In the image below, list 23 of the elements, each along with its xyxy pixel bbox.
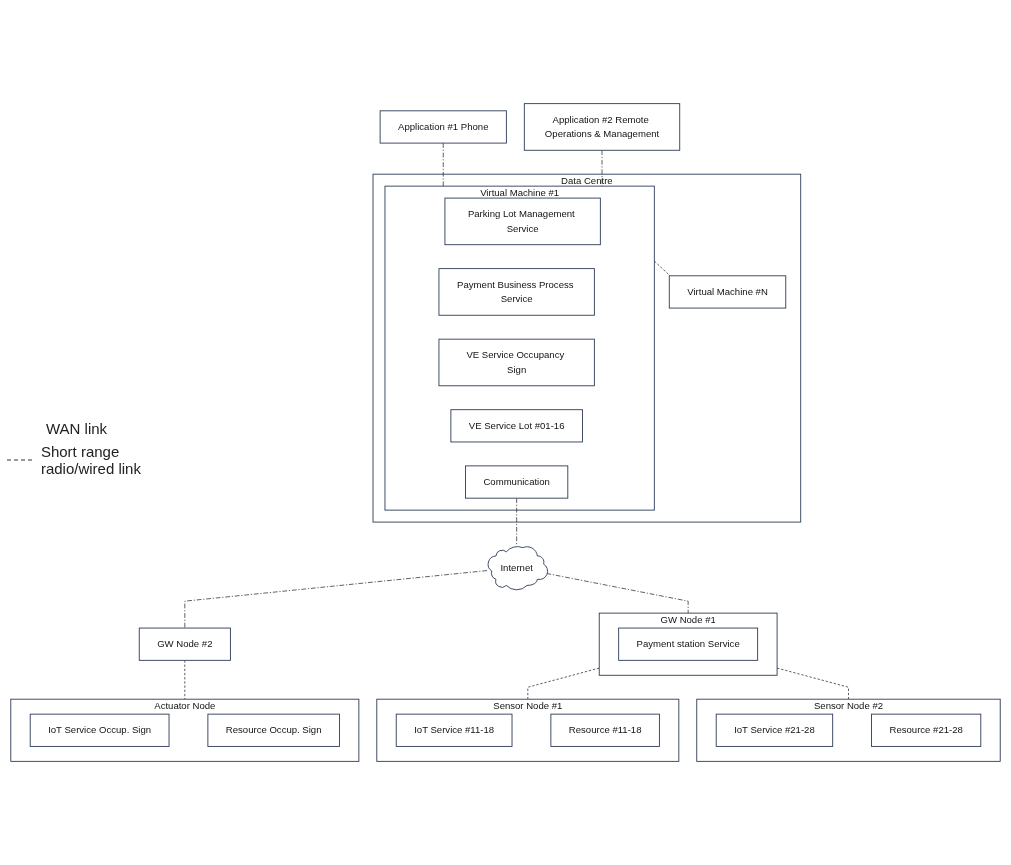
connector [601, 149, 603, 187]
connector [776, 667, 849, 700]
legend-text: WAN link [46, 420, 108, 437]
node-box: VE Service Occupancy Sign [438, 338, 595, 387]
node-box: Resource Occup. Sign [207, 713, 340, 747]
node-box: Parking Lot Management Service [444, 197, 601, 246]
legend-text: Short range radio/wired link [40, 443, 142, 477]
node-box: VE Service Lot #01-16 [450, 409, 583, 443]
connector [184, 659, 186, 700]
connector [184, 570, 488, 629]
node-box: Payment Business Process Service [438, 268, 595, 316]
node-box: Communication [465, 465, 569, 499]
node-box: Resource #11-18 [550, 713, 660, 747]
connector [527, 667, 600, 700]
node-box: GW Node #2 [138, 627, 231, 661]
node-box: Resource #21-28 [871, 713, 982, 747]
node-box: IoT Service Occup. Sign [29, 713, 170, 747]
node-box: Payment station Service [618, 627, 759, 661]
node-box: IoT Service #21-28 [715, 713, 834, 747]
node-box: Application #1 Phone [379, 110, 507, 144]
node-box: Virtual Machine #N [668, 275, 787, 309]
node-box: IoT Service #11-18 [395, 713, 513, 747]
node-box: Application #2 Remote Operations & Management [523, 103, 681, 151]
